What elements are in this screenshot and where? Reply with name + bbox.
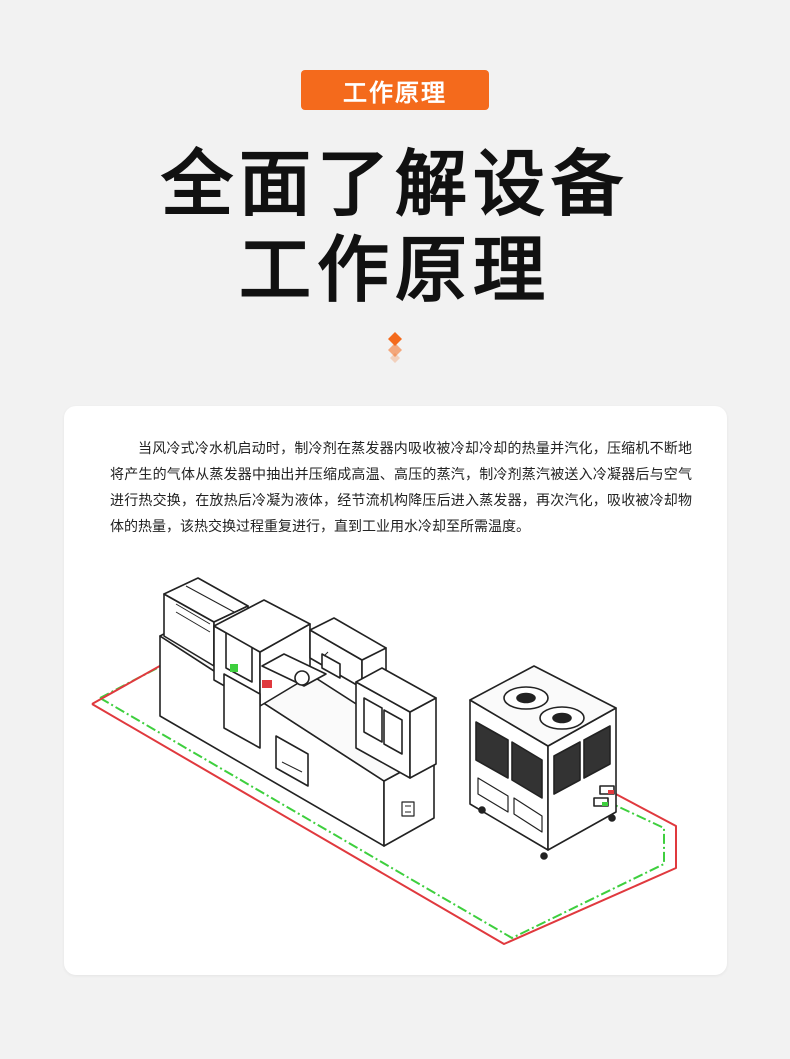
- working-principle-text: 当风冷式冷水机启动时，制冷剂在蒸发器内吸收被冷却冷却的热量并汽化，压缩机不断地将…: [110, 441, 692, 535]
- injection-molding-machine: [159, 577, 437, 847]
- diamond-divider-icon: [388, 332, 402, 363]
- page-title-line1: 全面了解设备: [160, 142, 629, 226]
- section-badge: 工作原理: [301, 70, 489, 110]
- supply-pipe-green: [99, 697, 665, 939]
- content-card: 当风冷式冷水机启动时，制冷剂在蒸发器内吸收被冷却冷却的热量并汽化，压缩机不断地将…: [64, 406, 727, 975]
- chiller-system-illustration: [91, 577, 677, 945]
- page-title-line2: 工作原理: [238, 228, 551, 312]
- return-pipe-red: [91, 703, 677, 945]
- air-cooled-chiller-unit: [469, 665, 617, 860]
